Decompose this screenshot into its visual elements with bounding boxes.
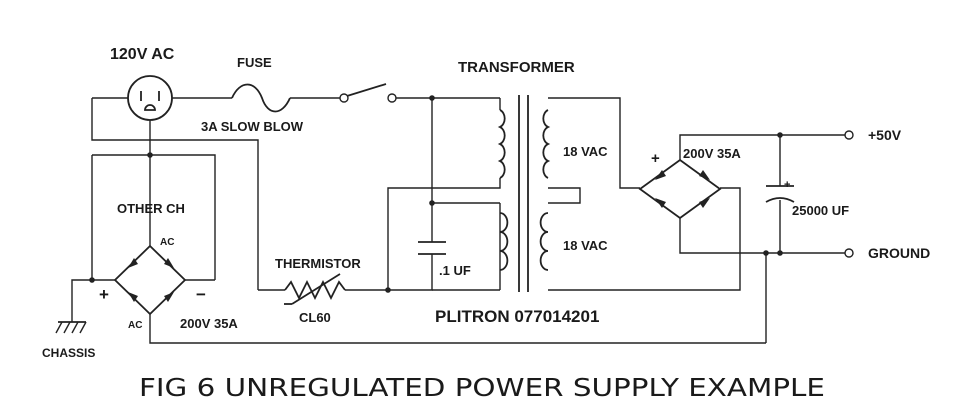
wire-left-top — [92, 154, 216, 280]
label-other-ch: OTHER CH — [117, 201, 185, 216]
wires — [71, 97, 845, 344]
label-source: 120V AC — [110, 46, 175, 63]
label-cap-small: .1 UF — [439, 263, 471, 278]
wire-primary-mid — [387, 178, 501, 290]
wire-sec-center — [548, 187, 581, 204]
wire-ac-bottom — [149, 322, 766, 344]
bridge-rectifier-left-icon — [113, 232, 187, 322]
label-ac-bottom: AC — [128, 320, 142, 331]
wire-neutral — [149, 120, 259, 290]
label-cap-plus: + — [784, 179, 790, 191]
label-cap-big: 25000 UF — [792, 203, 849, 218]
junction-dot — [777, 250, 783, 256]
label-ac-top: AC — [160, 237, 174, 248]
label-fuse-rating: 3A SLOW BLOW — [201, 119, 304, 134]
label-fuse: FUSE — [237, 55, 272, 70]
bridge-rectifier-right-icon — [638, 158, 722, 220]
label-plus-right: + — [651, 150, 660, 167]
ac-outlet-icon — [127, 75, 173, 121]
wire-bridge-pos — [679, 134, 845, 160]
output-terminal-gnd — [844, 248, 854, 258]
transformer-icon — [497, 95, 551, 292]
switch-icon — [339, 83, 397, 103]
junction-dot — [777, 132, 783, 138]
junction-dot — [89, 277, 95, 283]
label-secondary-top: 18 VAC — [563, 144, 608, 159]
label-bridge-right-rating: 200V 35A — [683, 146, 741, 161]
junctions — [89, 95, 783, 293]
label-out-gnd: GROUND — [868, 245, 930, 261]
label-thermistor-part: CL60 — [299, 310, 331, 325]
junction-dot — [429, 200, 435, 206]
label-minus-left: − — [196, 285, 206, 304]
figure-caption: FIG 6 UNREGULATED POWER SUPPLY EXAMPLE — [139, 373, 825, 402]
output-terminal-pos — [844, 130, 854, 140]
fuse-icon — [231, 83, 291, 113]
junction-dot — [385, 287, 391, 293]
label-thermistor: THERMISTOR — [275, 256, 361, 271]
junction-dot — [147, 152, 153, 158]
label-plus-left: + — [99, 285, 109, 304]
junction-dot — [763, 250, 769, 256]
label-secondary-bottom: 18 VAC — [563, 238, 608, 253]
chassis-ground-icon — [55, 321, 87, 334]
label-out-pos: +50V — [868, 127, 902, 143]
thermistor-icon — [284, 273, 346, 305]
label-transformer-part: PLITRON 077014201 — [435, 307, 599, 326]
wire-sec-top — [548, 97, 640, 189]
junction-dot — [429, 95, 435, 101]
capacitor-large-icon — [765, 185, 795, 203]
label-chassis: CHASSIS — [42, 346, 95, 360]
wire-bridge-neg — [679, 218, 845, 254]
label-bridge-left-rating: 200V 35A — [180, 316, 238, 331]
wire-sec-bottom — [548, 187, 741, 291]
capacitor-small-icon — [418, 241, 446, 255]
wire-outlet-left — [91, 98, 151, 155]
wire-chassis — [71, 279, 92, 322]
wire-cap-bottom — [388, 254, 433, 291]
label-transformer: TRANSFORMER — [458, 59, 575, 76]
